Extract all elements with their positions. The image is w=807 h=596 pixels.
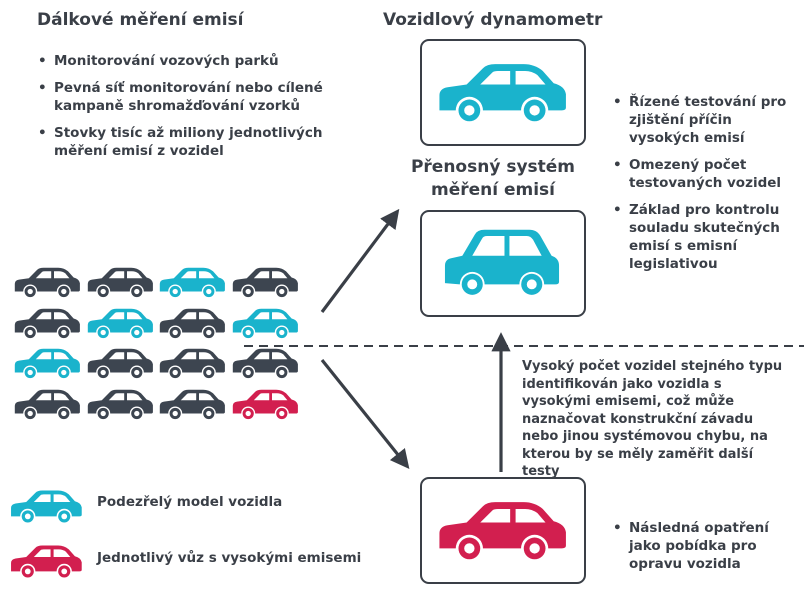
remote-sensing-list: Monitorování vozových parků Pevná síť mo…: [36, 52, 336, 169]
pems-box: [420, 210, 586, 317]
dynamometer-box: [420, 39, 586, 146]
pems-title-line2: měření emisí: [430, 180, 556, 200]
suspect-model-legend-icon: [11, 490, 82, 523]
remote-sensing-title: Dálkové měření emisí: [37, 10, 244, 30]
list-item: Řízené testování pro zjištění příčin vys…: [611, 93, 796, 147]
arrow-icon: [320, 208, 400, 313]
dynamometer-list: Řízené testování pro zjištění příčin vys…: [611, 93, 796, 282]
list-item: Stovky tisíc až miliony jednotlivých měř…: [36, 124, 336, 160]
arrow-icon: [320, 358, 410, 469]
dynamometer-title: Vozidlový dynamometr: [383, 10, 603, 30]
suspect-model-label: Podezřelý model vozidla: [97, 494, 283, 510]
high-emitter-note: Vysoký počet vozidel stejného typu ident…: [522, 359, 783, 479]
high-emitter-label: Jednotlivý vůz s vysokými emisemi: [97, 550, 362, 566]
list-item: Monitorování vozových parků: [36, 52, 336, 70]
followup-box: [420, 477, 586, 584]
list-item: Základ pro kontrolu souladu skutečných e…: [611, 201, 796, 273]
list-item: Pevná síť monitorování nebo cílené kampa…: [36, 79, 336, 115]
list-item: Následná opatření jako pobídka pro oprav…: [611, 519, 791, 573]
list-item: Omezený počet testovaných vozidel: [611, 156, 796, 192]
hatchback-car-icon: [439, 502, 566, 560]
pems-title-line1: Přenosný systém: [410, 157, 576, 177]
pems-title: Přenosný systém měření emisí: [398, 156, 588, 202]
followup-list: Následná opatření jako pobídka pro oprav…: [611, 519, 791, 582]
high-emitter-legend-icon: [11, 545, 82, 578]
